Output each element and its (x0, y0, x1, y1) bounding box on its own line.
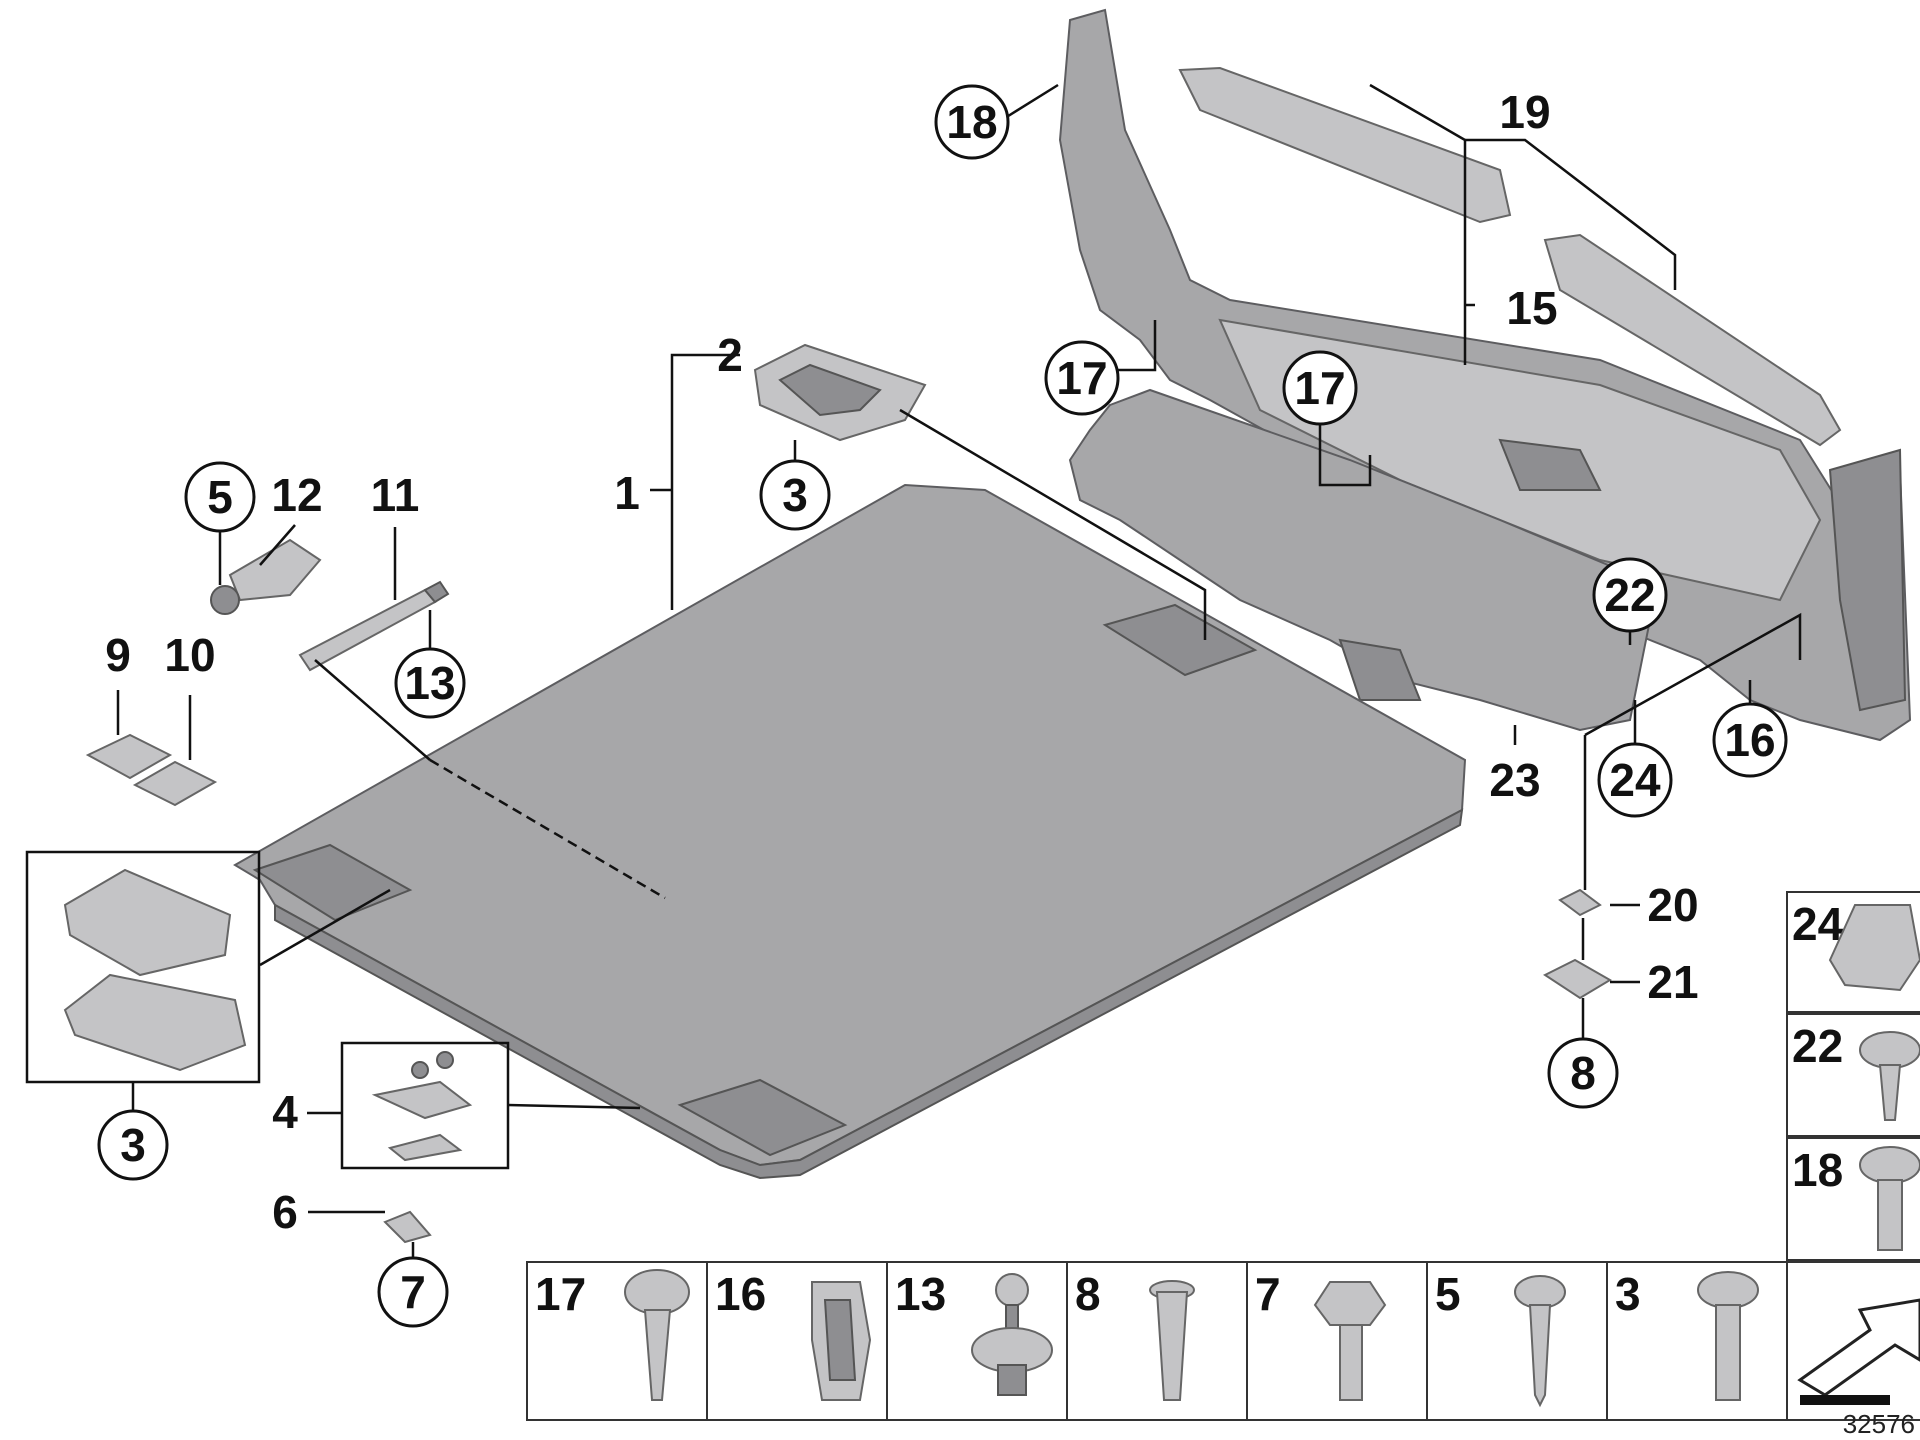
label-19: 19 (1499, 86, 1550, 138)
label-21: 21 (1647, 956, 1698, 1008)
label-22: 22 (1604, 569, 1655, 621)
fastener-label-3: 3 (1615, 1268, 1641, 1320)
luggage-floor-panel (233, 483, 1467, 1180)
fastener-3-shape (1697, 1271, 1759, 1401)
label-13: 13 (404, 657, 455, 709)
label-9: 9 (105, 629, 131, 681)
fastener-label-16: 16 (715, 1268, 766, 1320)
label-7: 7 (400, 1266, 426, 1318)
fastener-column: 24 22 18 (1786, 891, 1920, 1421)
label-18: 18 (946, 96, 997, 148)
fastener-label-18: 18 (1792, 1144, 1843, 1196)
handle-part (753, 343, 927, 442)
label-3-left: 3 (120, 1119, 146, 1171)
label-17-b: 17 (1294, 362, 1345, 414)
fastener-8-shape (1149, 1280, 1195, 1401)
label-6: 6 (272, 1186, 298, 1238)
clip-21-part (1542, 958, 1612, 1000)
label-3-top: 3 (782, 469, 808, 521)
bracket-parts (371, 1051, 473, 1162)
label-4: 4 (272, 1086, 298, 1138)
fastener-7-shape (1313, 1281, 1387, 1401)
fastener-label-22: 22 (1792, 1020, 1843, 1072)
fastener-label-17: 17 (535, 1268, 586, 1320)
pads (85, 733, 218, 807)
label-5: 5 (207, 471, 233, 523)
fastener-label-24: 24 (1792, 898, 1844, 950)
callout-labels: 2 1 3 5 12 11 13 9 10 3 4 6 7 18 17 17 1… (97, 84, 1788, 1328)
fastener-label-5: 5 (1435, 1268, 1461, 1320)
fastener-22-shape (1859, 1031, 1920, 1121)
gas-strut (298, 580, 450, 672)
rear-trim-panel (1058, 8, 1912, 742)
label-24: 24 (1609, 754, 1661, 806)
label-10: 10 (164, 629, 215, 681)
fastener-label-13: 13 (895, 1268, 946, 1320)
fastener-16-shape (811, 1281, 872, 1401)
label-8: 8 (1570, 1047, 1596, 1099)
direction-arrow-icon (1797, 1298, 1920, 1405)
fastener-table: 17 16 13 8 7 5 3 (526, 1261, 1788, 1421)
group-box-left (25, 850, 261, 1084)
clip-part (383, 1210, 432, 1244)
label-1: 1 (614, 467, 640, 519)
fastener-18-shape (1859, 1146, 1920, 1251)
clip-20-part (1558, 888, 1602, 917)
reference-number: 32576 (1843, 1409, 1915, 1439)
label-20: 20 (1647, 879, 1698, 931)
fastener-17-shape (624, 1269, 690, 1401)
label-11: 11 (371, 469, 420, 521)
label-23: 23 (1489, 754, 1540, 806)
label-2: 2 (717, 329, 743, 381)
sill-trim-strips (1178, 66, 1842, 447)
fastener-24-shape (1828, 904, 1920, 992)
label-15: 15 (1506, 282, 1557, 334)
label-16: 16 (1724, 714, 1775, 766)
label-12: 12 (271, 469, 322, 521)
hinge-part (210, 538, 322, 615)
fastener-5-shape (1514, 1275, 1566, 1408)
partition-panel (1068, 388, 1652, 732)
leader-lines (116, 83, 1802, 1268)
label-17-a: 17 (1056, 352, 1107, 404)
fastener-13-shape (971, 1273, 1053, 1396)
fastener-label-7: 7 (1255, 1268, 1281, 1320)
recess-frames (63, 868, 247, 1072)
fastener-label-8: 8 (1075, 1268, 1101, 1320)
